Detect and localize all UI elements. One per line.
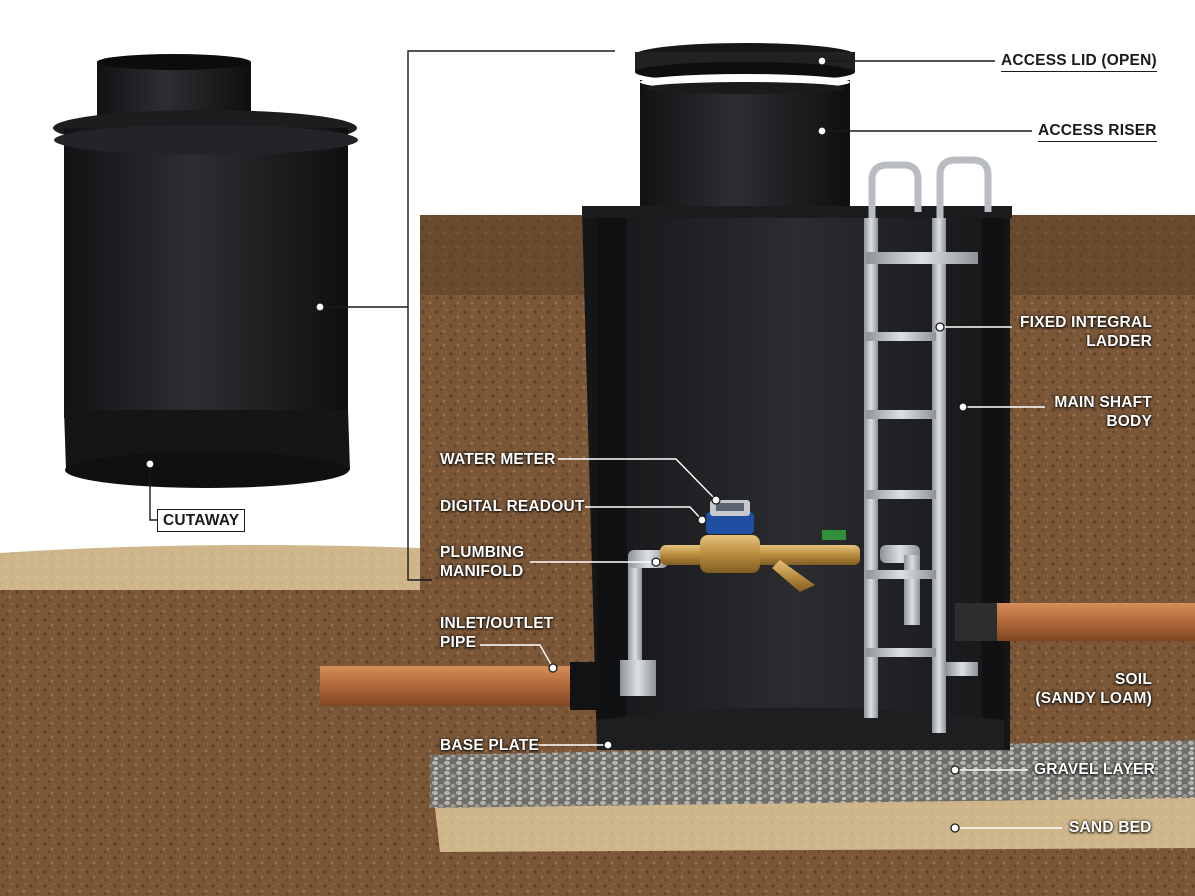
gravel-layer [430,740,1195,808]
plumbing-manifold [660,530,860,592]
water-meter-icon [706,500,754,534]
label-inlet-outlet-pipe: INLET/OUTLET PIPE [440,615,554,651]
ladder-icon [864,156,992,733]
leader-lines [149,50,1062,829]
sand-bed [435,798,1195,852]
anchor-dots [145,56,968,833]
access-riser [640,74,850,215]
label-base-plate: BASE PLATE [440,737,540,754]
label-gravel-layer: GRAVEL LAYER [1034,761,1155,778]
outlet-pipe-right [955,603,1195,641]
cutaway-bracket-line [407,50,615,581]
label-fixed-integral-ladder: FIXED INTEGRAL LADDER [1020,314,1152,350]
label-access-riser: ACCESS RISER [1038,121,1157,142]
label-soil: SOIL (SANDY LOAM) [1035,671,1152,707]
surface-sand [0,544,420,595]
base-plate [597,707,1004,750]
label-cutaway: CUTAWAY [157,509,246,532]
label-sand-bed: SAND BED [1069,819,1152,836]
cutaway-tank-illustration [53,54,358,488]
label-plumbing-manifold: PLUMBING MANIFOLD [440,544,525,580]
label-main-shaft-body: MAIN SHAFT BODY [1054,394,1152,430]
label-digital-readout: DIGITAL READOUT [440,498,585,515]
soil-left [0,590,440,896]
label-access-lid: ACCESS LID (OPEN) [1001,51,1157,72]
inlet-pipe-left [320,662,606,710]
label-water-meter: WATER METER [440,451,556,468]
